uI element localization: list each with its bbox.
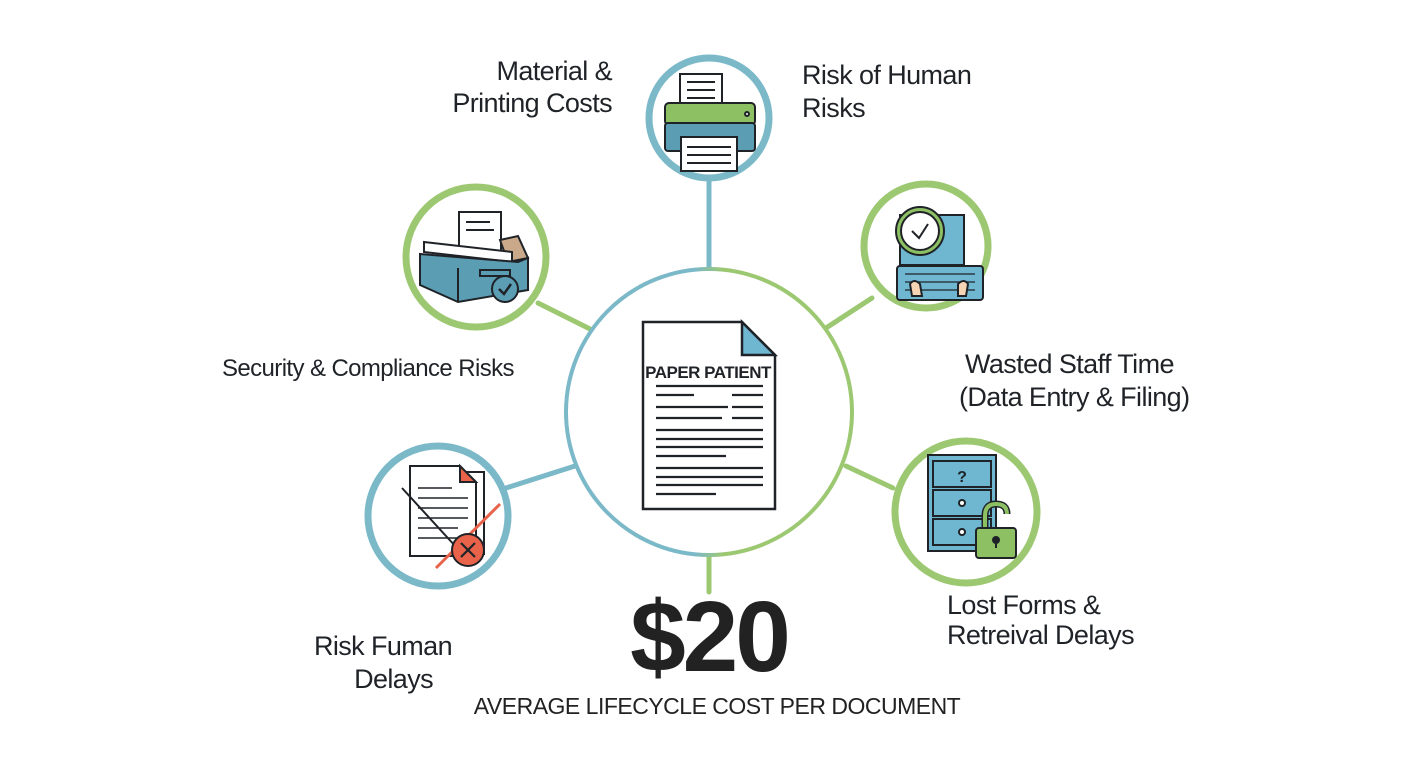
printer-icon [664,73,756,172]
connector-bottom-right [843,463,896,491]
label-delays-line1: Risk Fuman [314,631,452,661]
label-human-risks-line2: Risks [802,93,865,123]
label-staff-time-line1: Wasted Staff Time [965,349,1174,379]
cabinet-unlocked-icon: ? [927,454,1017,559]
paper-document-icon: PAPER PATIENT [641,318,779,511]
connectors [503,178,896,595]
label-delays-line2: Delays [354,664,433,694]
label-security: Security & Compliance Risks [222,355,514,382]
document-title: PAPER PATIENT [645,363,772,382]
label-printing-line2: Printing Costs [452,88,612,118]
node-printing [645,54,773,182]
cost-caption: AVERAGE LIFECYCLE COST PER DOCUMENT [474,693,961,719]
connector-top-left [535,300,595,333]
node-delays [364,442,512,590]
connector-top-right [823,295,875,331]
rejected-document-icon [401,463,502,570]
connector-bottom-left [503,463,578,491]
label-staff-time-line2: (Data Entry & Filing) [959,382,1189,412]
label-lost-forms-line1: Lost Forms & [947,590,1101,620]
clock-keyboard-icon [895,206,984,301]
label-printing-line1: Material & [496,56,612,86]
cost-value: $20 [630,581,788,693]
svg-text:?: ? [957,469,967,486]
file-drawer-check-icon [419,211,530,304]
node-security [402,183,550,331]
node-staff-time [860,180,992,312]
node-lost-forms: ? [891,437,1041,587]
label-human-risks-line1: Risk of Human [802,60,971,90]
label-lost-forms-line2: Retreival Delays [947,620,1134,650]
